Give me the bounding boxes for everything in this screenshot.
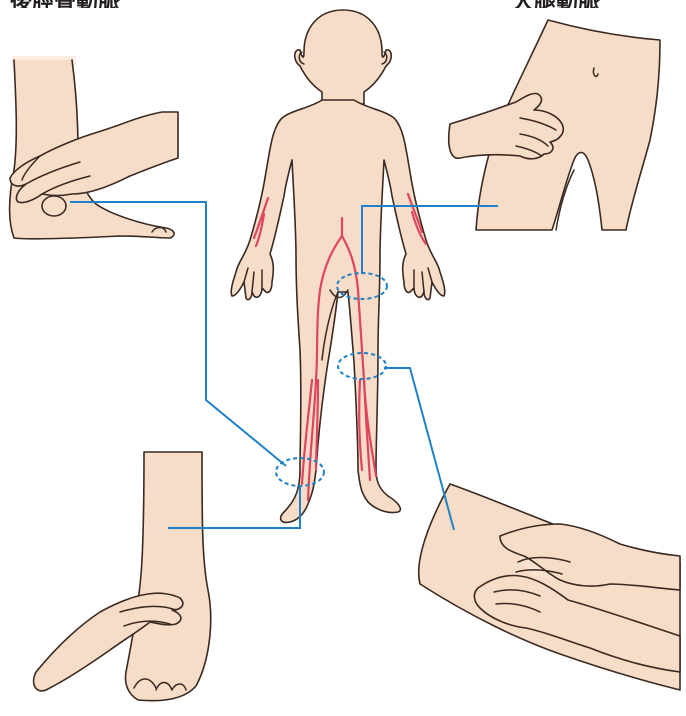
leader-lines (70, 202, 498, 530)
body-figure (231, 10, 445, 522)
inset-malleolus (42, 196, 66, 216)
inset-femoral (449, 20, 660, 230)
inset-posterior-tibial (10, 56, 179, 239)
inset-lower-leg-foot (126, 452, 211, 701)
inset-dorsalis-pedis (34, 452, 211, 701)
figure-head (295, 10, 392, 104)
inset-popliteal (419, 484, 680, 690)
figure-torso-arms (231, 100, 445, 522)
